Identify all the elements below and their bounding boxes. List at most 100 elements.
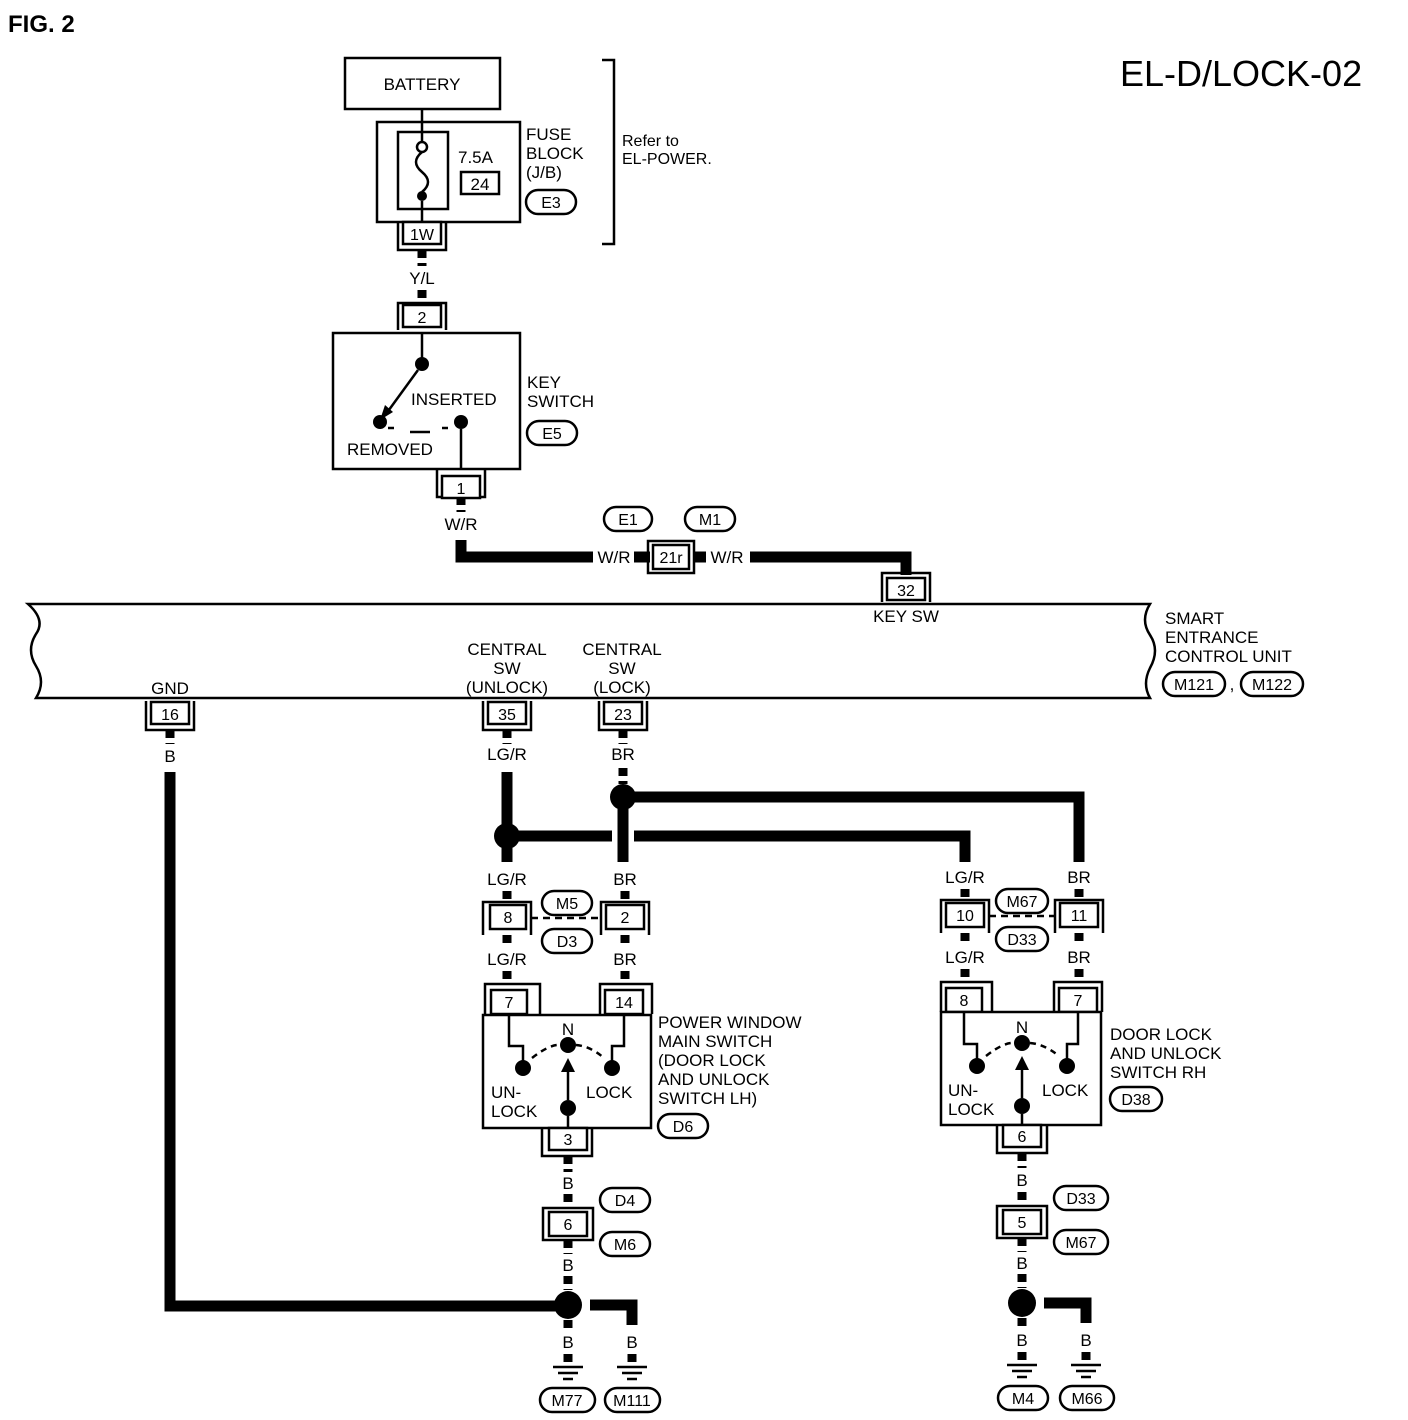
ground-tag-m111: M111 (603, 1386, 662, 1414)
ground-icon-m111 (617, 1365, 647, 1381)
svg-text:5: 5 (1018, 1215, 1027, 1232)
lock-label-2: SW (608, 659, 635, 678)
svg-text:14: 14 (615, 995, 633, 1012)
rh-ground-tag-m67: M67 (1052, 1228, 1110, 1256)
lh-switch-unlock-1: UN- (491, 1083, 521, 1102)
svg-text:D33: D33 (1007, 932, 1036, 949)
svg-text:32: 32 (897, 583, 915, 600)
key-switch: INSERTED REMOVED (331, 331, 522, 471)
fuse-connector-tag: E3 (524, 188, 578, 216)
control-unit-name-2: ENTRANCE (1165, 628, 1259, 647)
ground-tag-m66: M66 (1058, 1384, 1116, 1412)
svg-text:M67: M67 (1065, 1235, 1096, 1252)
svg-text:21r: 21r (659, 550, 683, 567)
wire-label-b-lh-4: B (626, 1333, 637, 1352)
wire-label-br-3: BR (1067, 868, 1091, 887)
svg-text:M111: M111 (613, 1393, 651, 1410)
control-unit (24, 602, 1157, 700)
rh-harness-tag-d33: D33 (994, 925, 1050, 953)
svg-text:1W: 1W (410, 227, 435, 244)
wire-label-b-lh-3: B (562, 1333, 573, 1352)
svg-text:10: 10 (956, 908, 974, 925)
wire-label-lgr-1: LG/R (487, 745, 527, 764)
lh-switch-name-2: MAIN SWITCH (658, 1032, 772, 1051)
svg-text:1: 1 (457, 481, 466, 498)
joint-tag-e1: E1 (602, 505, 654, 533)
unlock-label-3: (UNLOCK) (466, 678, 548, 697)
wire-wr-a (455, 540, 593, 563)
svg-text:M77: M77 (551, 1393, 582, 1410)
lh-ground-joint: 6 (541, 1206, 595, 1242)
svg-text:7: 7 (1074, 993, 1083, 1010)
wire-label-br-1: BR (611, 745, 635, 764)
lh-ground-tag-d4: D4 (598, 1186, 652, 1214)
lh-harness-pin-8: 8 (481, 900, 533, 935)
joint-tag-m1: M1 (683, 505, 737, 533)
diagram-code: EL-D/LOCK-02 (1120, 53, 1362, 94)
control-unit-tag-separator: , (1230, 675, 1235, 694)
lh-switch: N UN- LOCK LOCK (481, 1013, 653, 1130)
rh-switch-pin-7: 7 (1052, 980, 1104, 1014)
control-unit-pin-32: 32 (880, 571, 932, 602)
rh-switch-name-1: DOOR LOCK (1110, 1025, 1213, 1044)
lh-switch-n-label: N (562, 1020, 574, 1039)
wire-wr-b (750, 551, 912, 575)
unlock-label-1: CENTRAL (467, 640, 546, 659)
svg-text:8: 8 (504, 910, 513, 927)
wire-label-wr-2: W/R (597, 548, 630, 567)
wire-label-lgr-4: LG/R (487, 950, 527, 969)
fuse-number: 24 (471, 175, 490, 194)
rh-ground-tag-d33: D33 (1052, 1184, 1110, 1212)
svg-text:E1: E1 (618, 512, 638, 529)
svg-text:M121: M121 (1174, 677, 1214, 694)
wire-label-br-2: BR (613, 870, 637, 889)
key-switch-name-2: SWITCH (527, 392, 594, 411)
wire-label-lgr-2: LG/R (487, 870, 527, 889)
wire-label-yl: Y/L (409, 269, 435, 288)
fuse-terminal: 1W (396, 220, 448, 252)
svg-text:23: 23 (614, 707, 632, 724)
rh-switch-unlock-2: LOCK (948, 1100, 995, 1119)
key-sw-label: KEY SW (873, 607, 939, 626)
lh-switch-unlock-2: LOCK (491, 1102, 538, 1121)
fuse-rating: 7.5A (458, 148, 494, 167)
rh-harness-tag-m67: M67 (994, 887, 1050, 915)
rh-ground-joint: 5 (995, 1204, 1049, 1240)
ground-icon-m77 (553, 1365, 583, 1381)
splice-lh-ground (554, 1291, 582, 1319)
svg-text:2: 2 (621, 910, 630, 927)
wire-label-b-lh-1: B (562, 1174, 573, 1193)
rh-switch-name-2: AND UNLOCK (1110, 1044, 1222, 1063)
wire-label-b-rh-4: B (1080, 1331, 1091, 1350)
lh-switch-pin-3: 3 (540, 1126, 594, 1158)
fuse-name-1: FUSE (526, 125, 571, 144)
control-unit-name-3: CONTROL UNIT (1165, 647, 1292, 666)
lh-switch-name-5: SWITCH LH) (658, 1089, 757, 1108)
lh-ground-tag-m6: M6 (598, 1230, 652, 1258)
refer-line-2: EL-POWER. (622, 151, 712, 168)
svg-text:7: 7 (505, 995, 514, 1012)
rh-switch-unlock-1: UN- (948, 1081, 978, 1100)
svg-text:M4: M4 (1012, 1391, 1034, 1408)
control-unit-pin-23: 23 (597, 700, 649, 732)
svg-text:D6: D6 (673, 1119, 694, 1136)
svg-text:6: 6 (564, 1217, 573, 1234)
control-unit-tag-m121: M121 (1161, 670, 1227, 698)
rh-harness-pin-10: 10 (939, 898, 991, 933)
fuse-name-3: (J/B) (526, 163, 562, 182)
joint-connector-21r: 21r (646, 539, 696, 575)
ground-icon-m4 (1007, 1363, 1037, 1379)
fuse-icon (414, 151, 430, 193)
battery-label: BATTERY (384, 75, 461, 94)
control-unit-name-1: SMART (1165, 609, 1224, 628)
svg-text:16: 16 (161, 707, 179, 724)
wire-label-br-5: BR (1067, 948, 1091, 967)
gnd-label: GND (151, 679, 189, 698)
lh-switch-lock-label: LOCK (586, 1083, 633, 1102)
ground-tag-m77: M77 (538, 1386, 597, 1414)
svg-text:3: 3 (564, 1132, 573, 1149)
lh-switch-name-4: AND UNLOCK (658, 1070, 770, 1089)
lh-harness-pin-2: 2 (599, 900, 651, 935)
svg-text:E3: E3 (541, 195, 561, 212)
